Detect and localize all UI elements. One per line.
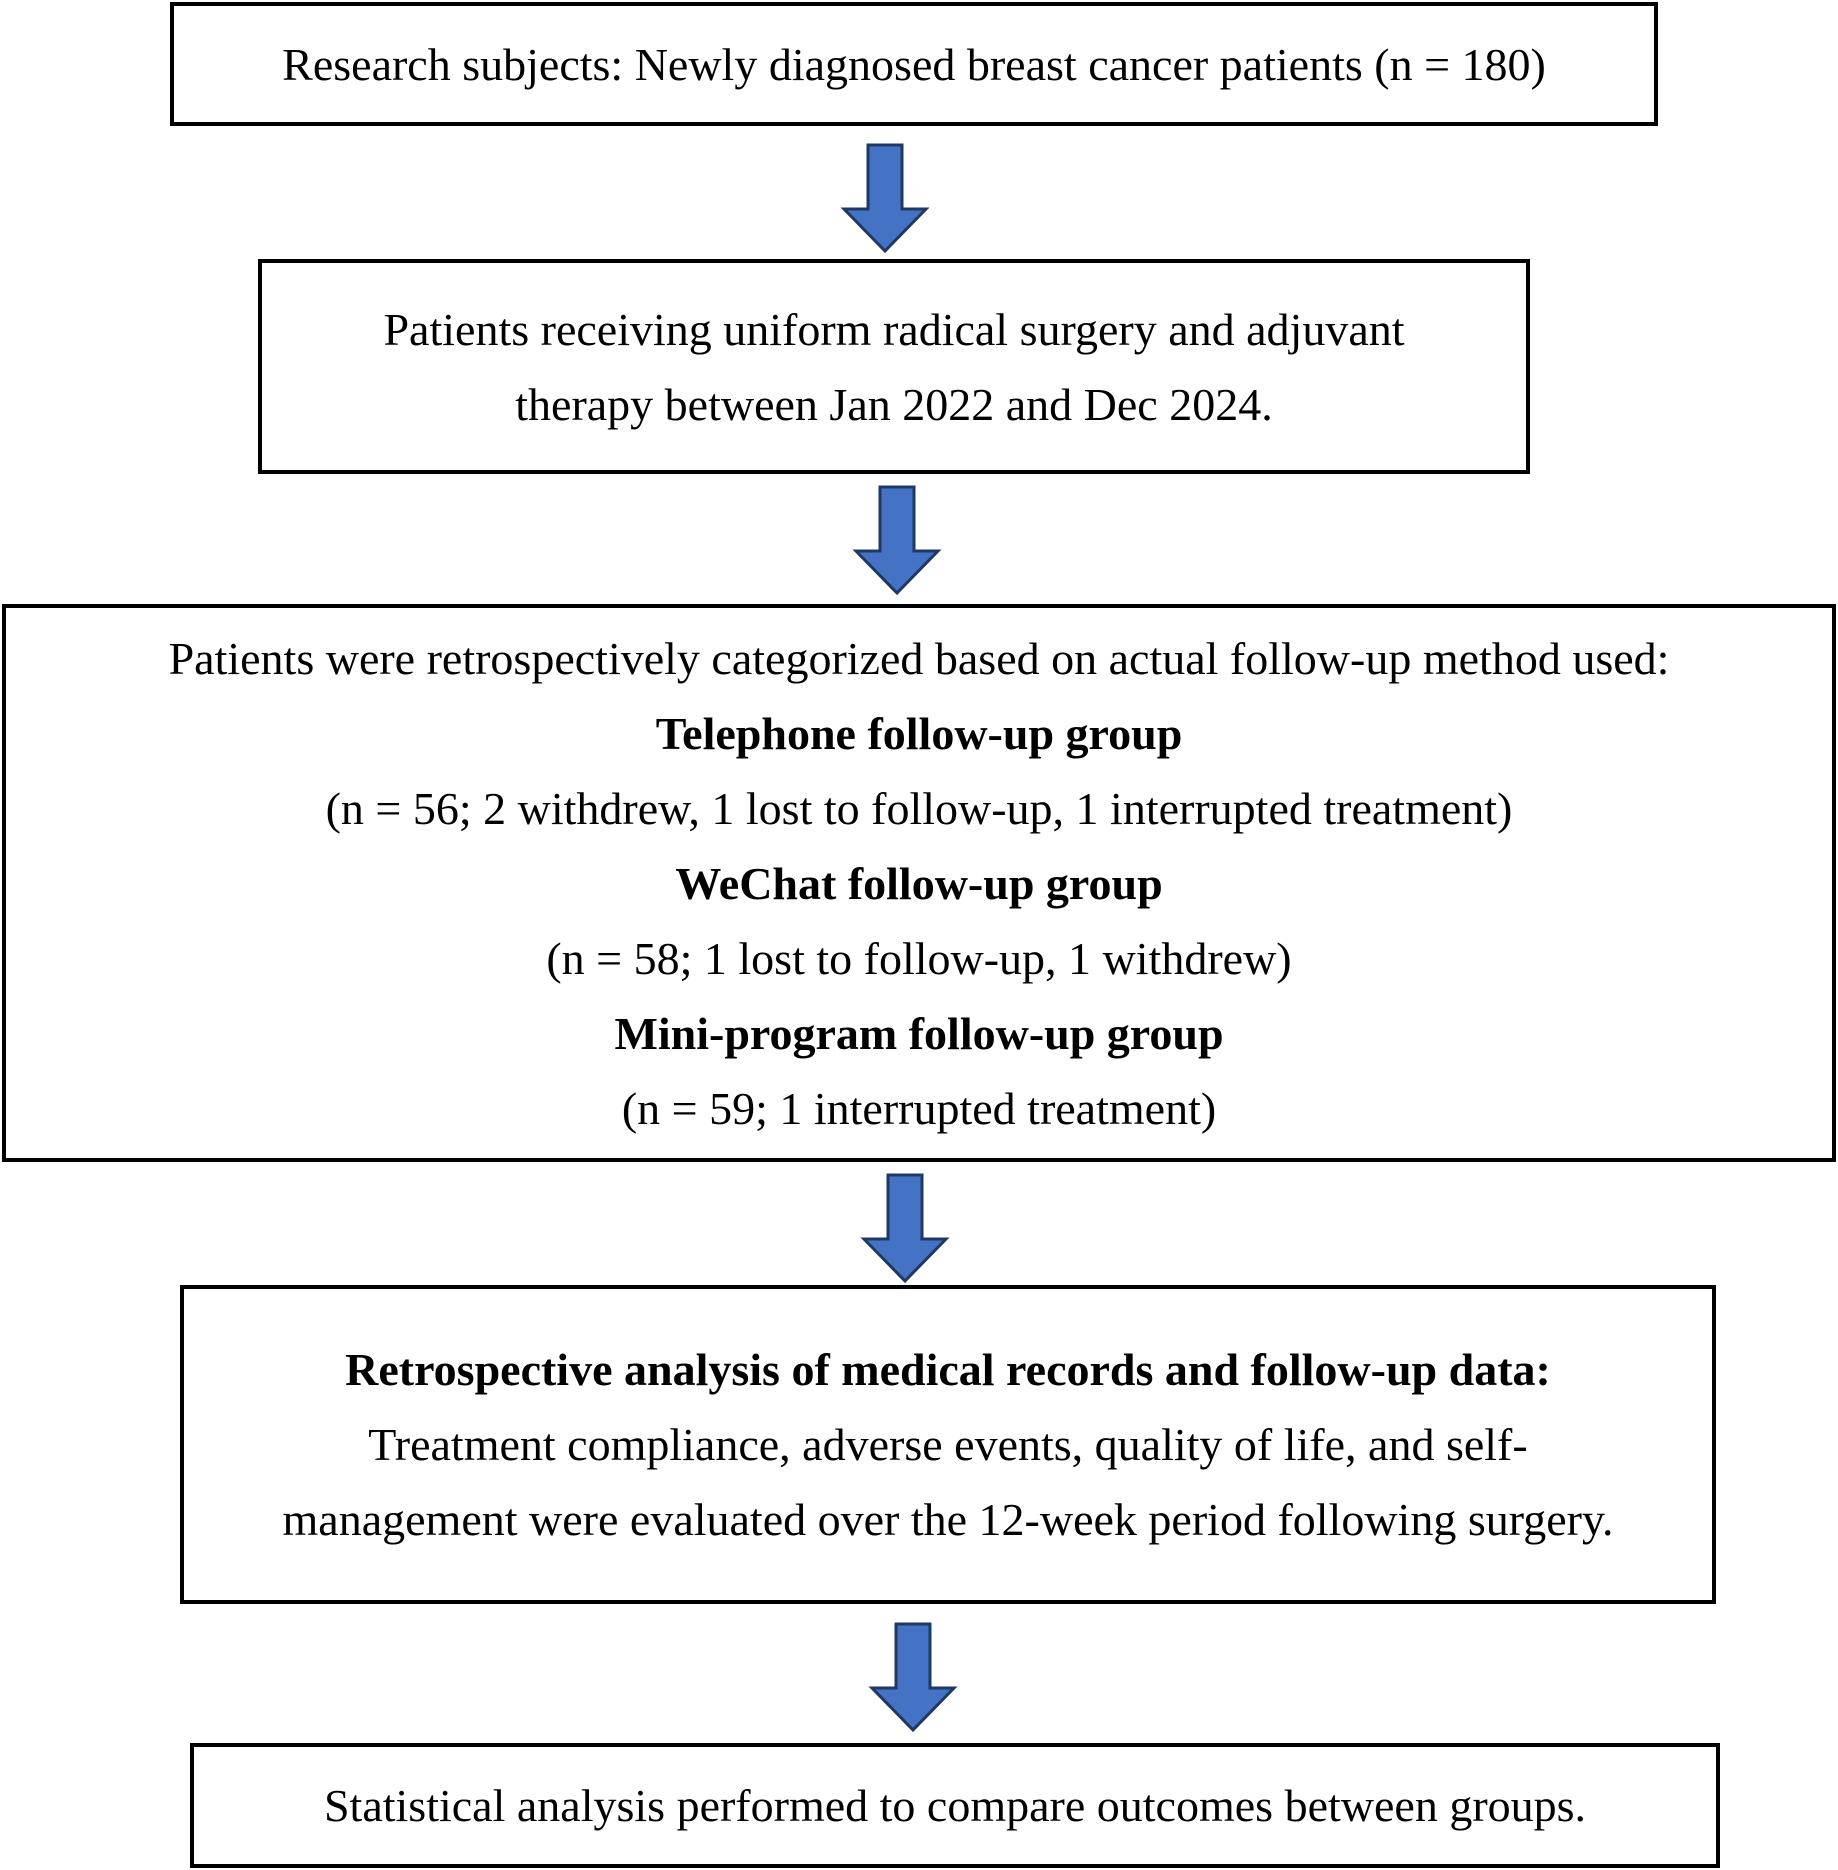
telephone-group-detail: (n = 56; 2 withdrew, 1 lost to follow-up… — [325, 782, 1513, 834]
down-arrow-3 — [860, 1173, 950, 1284]
wechat-group-detail: (n = 58; 1 lost to follow-up, 1 withdrew… — [546, 932, 1292, 984]
down-arrow-4 — [868, 1622, 958, 1733]
down-arrow-1 — [840, 143, 930, 254]
statistical-analysis-text: Statistical analysis performed to compar… — [323, 1780, 1587, 1831]
mini-program-group-detail: (n = 59; 1 interrupted treatment) — [621, 1082, 1217, 1134]
down-arrow-2 — [852, 485, 942, 596]
surgery-line-1: Patients receiving uniform radical surge… — [383, 303, 1405, 355]
step-group-categorization: Patients were retrospectively categorize… — [2, 604, 1836, 1162]
analysis-heading: Retrospective analysis of medical record… — [345, 1344, 1551, 1395]
research-subjects-text: Research subjects: Newly diagnosed breas… — [282, 38, 1546, 90]
analysis-line-2: management were evaluated over the 12-we… — [282, 1494, 1614, 1545]
categorization-intro: Patients were retrospectively categorize… — [168, 632, 1670, 684]
telephone-group-title: Telephone follow-up group — [655, 707, 1183, 759]
step-retrospective-analysis: Retrospective analysis of medical record… — [180, 1285, 1716, 1604]
step-surgery-and-therapy: Patients receiving uniform radical surge… — [258, 259, 1530, 474]
mini-program-group-title: Mini-program follow-up group — [614, 1007, 1224, 1059]
step-statistical-analysis: Statistical analysis performed to compar… — [190, 1743, 1720, 1868]
analysis-line-1: Treatment compliance, adverse events, qu… — [368, 1419, 1528, 1470]
wechat-group-title: WeChat follow-up group — [675, 857, 1163, 909]
step-research-subjects: Research subjects: Newly diagnosed breas… — [170, 2, 1658, 126]
surgery-line-2: therapy between Jan 2022 and Dec 2024. — [515, 378, 1273, 430]
